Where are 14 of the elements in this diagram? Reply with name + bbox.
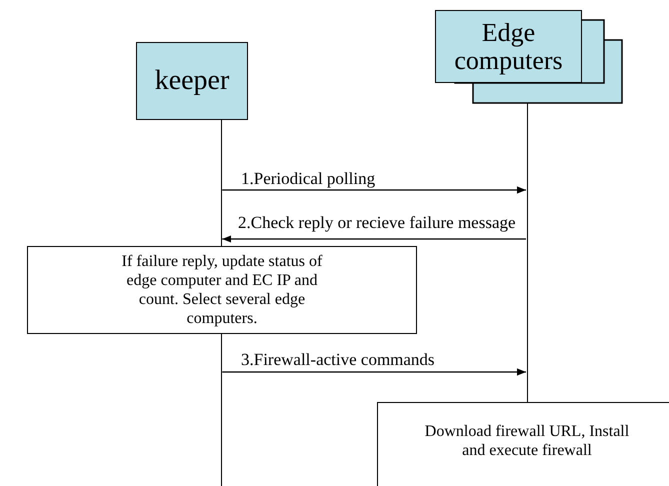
participant-box [136, 42, 248, 120]
message-arrow [222, 186, 526, 194]
process-box [377, 402, 669, 486]
node-label: Edge computers [453, 19, 564, 74]
node-label: keeper [154, 66, 230, 96]
message-arrow [222, 235, 526, 243]
node-label: Download firewall URL, Install and execute firewall [424, 422, 630, 460]
edge-label: 1.Periodical polling [240, 170, 376, 188]
participant-box [435, 10, 582, 83]
lifeline [526, 103, 528, 402]
process-box [27, 246, 417, 334]
edge-label: 2.Check reply or recieve failure message [237, 214, 517, 232]
message-arrow [222, 368, 526, 376]
node-label: If failure reply, update status of edge computer and EC IP and count. Select several edge computers. [120, 252, 324, 328]
